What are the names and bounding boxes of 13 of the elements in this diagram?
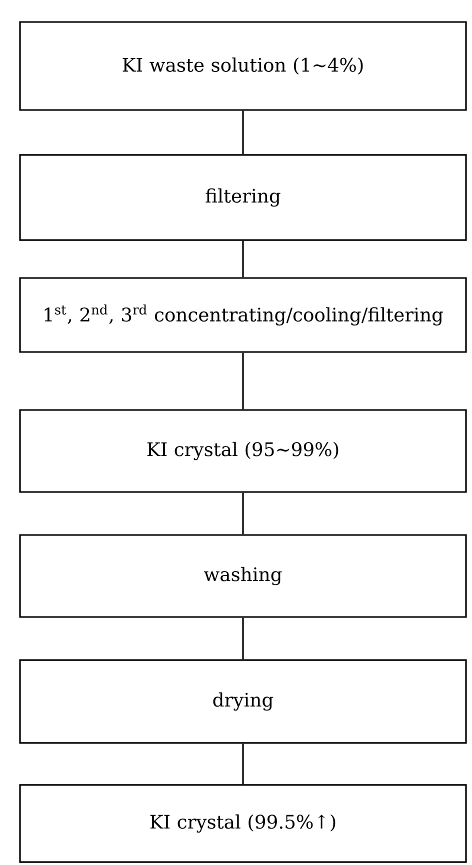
- connector-line: [242, 744, 244, 784]
- connector-line: [242, 352, 244, 410]
- process-box: washing: [19, 534, 467, 618]
- connector-line: [242, 240, 244, 278]
- connector-line: [242, 618, 244, 660]
- connector-line: [242, 492, 244, 534]
- connector-line: [242, 110, 244, 154]
- process-box: KI crystal (95~99%): [19, 409, 467, 493]
- process-box: drying: [19, 659, 467, 744]
- process-box: KI waste solution (1~4%): [19, 21, 467, 111]
- process-box: 1$^{st}$, 2$^{nd}$, 3$^{rd}$ concentrating/cooling/filtering: [19, 277, 467, 353]
- process-box: KI crystal (99.5%↑): [19, 784, 467, 863]
- process-box: filtering: [19, 154, 467, 241]
